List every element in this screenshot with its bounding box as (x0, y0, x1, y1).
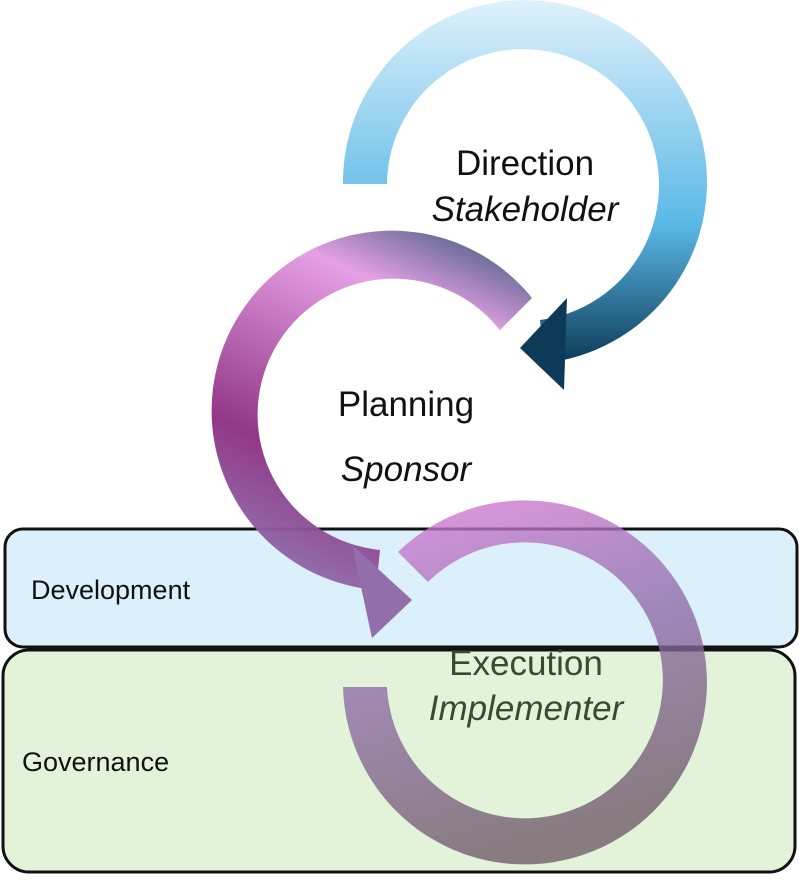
planning-cycle-arrow (211, 230, 533, 638)
direction-label: Direction (456, 144, 594, 183)
development-band-label: Development (31, 575, 191, 605)
sponsor-role: Sponsor (341, 450, 473, 489)
implementer-role: Implementer (429, 689, 625, 728)
direction-cycle-arrow (342, 0, 707, 390)
stakeholder-role: Stakeholder (432, 190, 620, 229)
planning-label: Planning (338, 385, 474, 424)
governance-band-label: Governance (22, 747, 169, 777)
execution-label: Execution (449, 644, 603, 683)
